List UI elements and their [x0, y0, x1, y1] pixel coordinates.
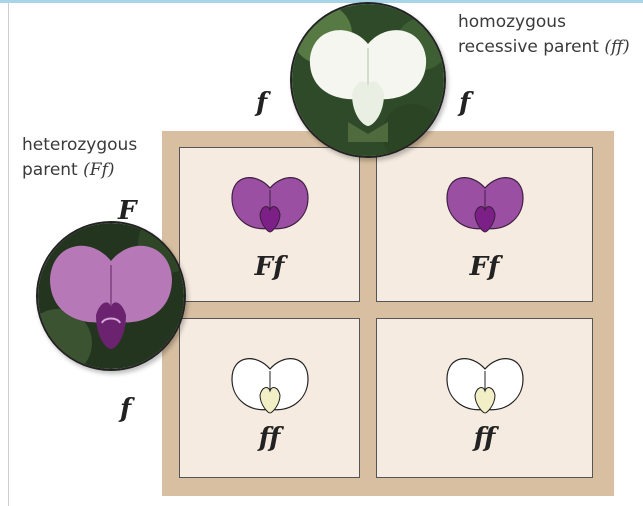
genotype-label: Ff: [469, 252, 500, 282]
purple-flower-photo-icon: [38, 223, 184, 369]
white-pea-flower-photo: [290, 2, 446, 158]
punnett-cell-top-left: Ff: [179, 147, 360, 302]
homozygous-label-text: recessive parent: [458, 37, 599, 57]
genotype-label: ff: [258, 423, 281, 453]
punnett-cell-bottom-left: ff: [179, 318, 360, 478]
genotype-label: Ff: [254, 252, 285, 282]
top-rule: [0, 0, 643, 3]
genotype-label: ff: [473, 423, 496, 453]
heterozygous-notation: (Ff): [83, 160, 115, 180]
white-flower-icon: [445, 358, 524, 414]
heterozygous-label-text: parent: [22, 160, 78, 180]
left-allele-bottom: f: [120, 394, 132, 424]
homozygous-notation: (ff): [604, 37, 630, 57]
purple-flower-icon: [230, 177, 309, 233]
punnett-cell-top-right: Ff: [376, 147, 593, 302]
purple-pea-flower-photo: [36, 221, 186, 371]
top-allele-left: f: [256, 88, 268, 118]
homozygous-label-line2: recessive parent (ff): [458, 35, 630, 60]
homozygous-label-line1: homozygous: [458, 12, 566, 32]
punnett-cell-bottom-right: ff: [376, 318, 593, 478]
punnett-square: Ff Ff ff ff: [162, 131, 614, 496]
heterozygous-parent-label: heterozygous parent (Ff): [22, 133, 137, 183]
white-flower-icon: [230, 358, 309, 414]
left-rule: [8, 3, 9, 506]
heterozygous-label-line2: parent (Ff): [22, 158, 137, 183]
white-flower-photo-icon: [292, 4, 444, 156]
top-allele-right: f: [459, 88, 471, 118]
heterozygous-label-line1: heterozygous: [22, 135, 138, 155]
purple-flower-icon: [445, 177, 524, 233]
left-allele-top: F: [118, 196, 137, 226]
homozygous-parent-label: homozygous recessive parent (ff): [458, 10, 630, 60]
